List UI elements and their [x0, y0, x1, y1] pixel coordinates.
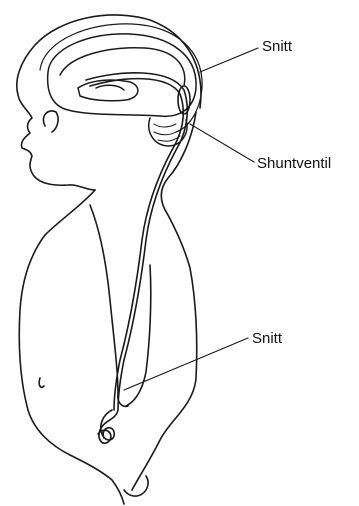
leader-incision-abdomen: [124, 338, 248, 390]
shunt-tube: [86, 73, 190, 443]
belly-button: [39, 378, 44, 387]
shunt-tube-line-a: [86, 73, 187, 443]
skull-band: [40, 24, 202, 132]
arm-outline: [90, 205, 118, 395]
ventricle: [78, 80, 138, 101]
ear: [43, 111, 58, 132]
ventricle-inner: [96, 85, 124, 90]
leader-lines: [124, 48, 258, 390]
back-outline: [132, 112, 197, 490]
head-outline: [17, 15, 201, 190]
shunt-tube-line-b: [90, 79, 183, 410]
child-body-outline: [17, 15, 201, 504]
front-outline: [19, 190, 124, 504]
brain: [40, 24, 202, 146]
leader-shunt-valve: [190, 124, 254, 162]
hand: [118, 395, 128, 406]
brain-outline: [48, 34, 196, 116]
label-incision-head: Snitt: [262, 39, 292, 54]
label-incision-abdomen: Snitt: [252, 331, 282, 346]
label-shunt-valve: Shuntventil: [257, 156, 331, 171]
leader-incision-head: [200, 48, 258, 72]
cerebellum-texture: [154, 124, 180, 141]
feet: [124, 476, 148, 496]
